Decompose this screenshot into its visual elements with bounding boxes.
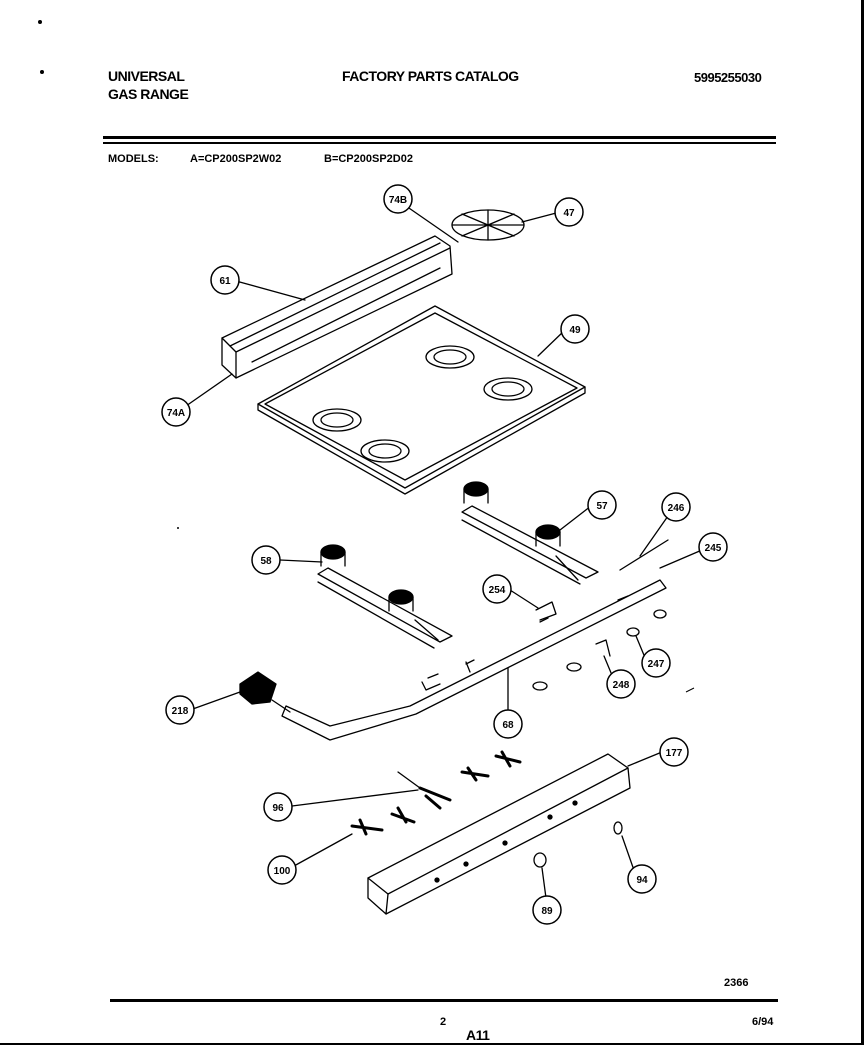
callout-74A: 74A xyxy=(161,397,191,427)
callout-text: 248 xyxy=(613,680,630,691)
callout-text: 100 xyxy=(274,866,291,877)
control-panel xyxy=(367,753,631,915)
cooktop xyxy=(257,305,586,495)
catalog-number: 5995255030 xyxy=(694,70,762,85)
callout-57: 57 xyxy=(587,490,617,520)
callout-254: 254 xyxy=(482,574,512,604)
callout-text: 68 xyxy=(502,720,514,731)
callout-text: 58 xyxy=(260,556,272,567)
page-number: 2 xyxy=(440,1016,447,1028)
callout-text: 246 xyxy=(668,503,685,514)
models-label: MODELS: xyxy=(108,153,159,165)
left-burner-assembly xyxy=(317,544,453,649)
callout-text: 96 xyxy=(272,803,284,814)
callout-47: 47 xyxy=(554,197,584,227)
rear-burner-assembly xyxy=(461,481,599,585)
drawing-number: 2366 xyxy=(724,977,749,989)
callout-text: 49 xyxy=(569,325,581,336)
callout-text: 245 xyxy=(705,543,722,554)
callout-text: 254 xyxy=(489,585,506,596)
callout-text: 57 xyxy=(596,501,608,512)
callout-58: 58 xyxy=(251,545,281,575)
model-a: A=CP200SP2W02 xyxy=(190,153,282,165)
callout-248: 248 xyxy=(606,669,636,699)
callout-49: 49 xyxy=(560,314,590,344)
footer-rule xyxy=(110,999,778,1002)
callout-218: 218 xyxy=(165,695,195,725)
callout-text: 247 xyxy=(648,659,665,670)
small-clips xyxy=(532,539,669,691)
manifold-pipe xyxy=(281,579,667,741)
backguard-panel xyxy=(221,235,453,379)
callout-61: 61 xyxy=(210,265,240,295)
callout-89: 89 xyxy=(532,895,562,925)
callout-68: 68 xyxy=(493,709,523,739)
section-code: A11 xyxy=(466,1027,490,1043)
model-b: B=CP200SP2D02 xyxy=(324,153,413,165)
burner-grate xyxy=(451,209,525,241)
catalog-date: 6/94 xyxy=(752,1016,774,1028)
callout-246: 246 xyxy=(661,492,691,522)
pressure-regulator xyxy=(239,671,291,713)
callout-text: 94 xyxy=(636,875,648,886)
callout-247: 247 xyxy=(641,648,671,678)
header-rule-bottom xyxy=(103,142,776,144)
callout-text: 74B xyxy=(389,195,407,206)
scan-specks xyxy=(38,20,695,693)
callout-text: 177 xyxy=(666,748,683,759)
callout-74B: 74B xyxy=(383,184,413,214)
callout-text: 47 xyxy=(563,208,575,219)
header-rule-top xyxy=(103,136,776,139)
callout-100: 100 xyxy=(267,855,297,885)
control-valves xyxy=(350,750,522,836)
catalog-title: FACTORY PARTS CATALOG xyxy=(342,68,519,84)
callout-177: 177 xyxy=(659,737,689,767)
callout-94: 94 xyxy=(627,864,657,894)
callouts: 74B 47 61 49 74A 57 246 245 xyxy=(161,184,728,925)
callout-96: 96 xyxy=(263,792,293,822)
callout-245: 245 xyxy=(698,532,728,562)
callout-text: 74A xyxy=(167,408,185,419)
callout-text: 61 xyxy=(219,276,231,287)
callout-text: 218 xyxy=(172,706,189,717)
brand-line-1: UNIVERSAL xyxy=(108,68,185,84)
brand-line-2: GAS RANGE xyxy=(108,86,189,102)
callout-text: 89 xyxy=(541,906,553,917)
